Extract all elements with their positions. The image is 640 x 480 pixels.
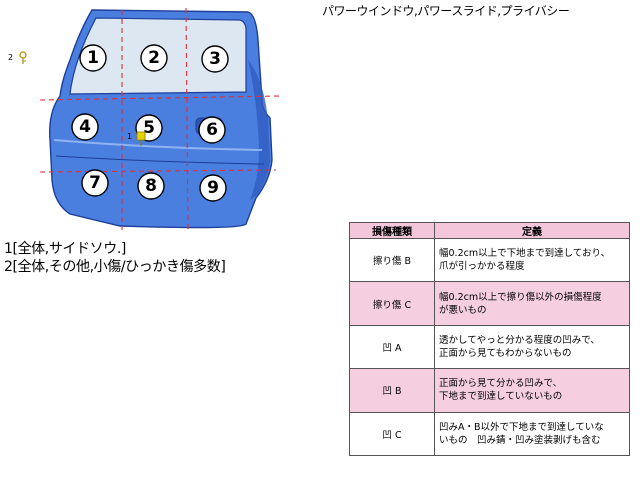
zone-number: 3	[209, 49, 221, 69]
marker-number: 2	[8, 53, 13, 62]
legend-definition: 凹みA・B以外で下地まで到達していな いもの 凹み錆・凹み塗装剥げも含む	[434, 411, 630, 457]
legend-kind: 擦り傷 B	[349, 237, 435, 283]
zone-4[interactable]: 4	[71, 113, 99, 141]
zone-8[interactable]: 8	[137, 172, 165, 200]
door-rear-edge	[248, 60, 270, 200]
definition-line: 幅0.2cm以上で下地まで到達しており、	[439, 248, 611, 260]
zone-7[interactable]: 7	[81, 169, 109, 197]
definition-line: いもの 凹み錆・凹み塗装剥げも含む	[439, 434, 601, 446]
zone-6[interactable]: 6	[198, 116, 226, 144]
legend-row: 擦り傷 C 幅0.2cm以上で擦り傷以外の損傷程度 が悪いもの	[349, 281, 630, 326]
damage-note: 1[全体,サイドソウ.]	[4, 241, 126, 257]
zone-number: 4	[79, 117, 91, 137]
definition-line: 幅0.2cm以上で擦り傷以外の損傷程度	[439, 291, 602, 303]
damage-legend-table: 損傷種類 定義 擦り傷 B 幅0.2cm以上で下地まで到達しており、 爪が引っか…	[349, 222, 630, 457]
legend-definition: 幅0.2cm以上で下地まで到達しており、 爪が引っかかる程度	[434, 237, 630, 283]
legend-kind: 凹 A	[349, 324, 435, 370]
zone-2[interactable]: 2	[140, 44, 168, 72]
definition-line: 凹みA・B以外で下地まで到達していな	[439, 421, 604, 433]
zone-number: 6	[206, 120, 218, 140]
marker-number: 1	[127, 132, 132, 141]
definition-line: 下地まで到達していないもの	[439, 391, 563, 403]
legend-header-kind: 損傷種類	[349, 222, 435, 239]
zone-1[interactable]: 1	[79, 44, 107, 72]
damage-notes: 1[全体,サイドソウ.] 2[全体,その他,小傷/ひっかき傷多数]	[4, 240, 226, 276]
zone-number: 8	[145, 176, 157, 196]
zone-number: 2	[148, 48, 160, 68]
definition-line: 正面から見て分かる凹みで、	[439, 378, 563, 390]
legend-header-definition: 定義	[434, 222, 630, 239]
crease-line-lower	[55, 155, 265, 165]
definition-line: 透かしてやっと分かる程度の凹みで、	[439, 334, 600, 346]
door-damage-diagram: 1 2 3 4 5 6 7 8 9 2 1	[8, 7, 281, 231]
legend-row: 凹 C 凹みA・B以外で下地まで到達していな いもの 凹み錆・凹み塗装剥げも含む	[349, 411, 630, 457]
feature-list-text: パワーウインドウ,パワースライド,プライバシー	[322, 4, 570, 18]
damage-note: 2[全体,その他,小傷/ひっかき傷多数]	[4, 259, 226, 275]
zone-number: 5	[143, 118, 155, 138]
zone-number: 9	[207, 178, 219, 198]
legend-row: 擦り傷 B 幅0.2cm以上で下地まで到達しており、 爪が引っかかる程度	[349, 237, 630, 283]
zone-9[interactable]: 9	[199, 174, 227, 202]
zone-cut-lines	[39, 7, 281, 231]
legend-header-row: 損傷種類 定義	[349, 222, 630, 239]
legend-row: 凹 B 正面から見て分かる凹みで、 下地まで到達していないもの	[349, 368, 630, 413]
legend-kind: 凹 C	[349, 411, 435, 457]
zone-number: 1	[87, 48, 99, 68]
definition-line: 爪が引っかかる程度	[439, 261, 525, 273]
damage-marker-1[interactable]: 1	[127, 131, 146, 146]
legend-definition: 正面から見て分かる凹みで、 下地まで到達していないもの	[434, 368, 630, 413]
pin-icon	[19, 51, 27, 64]
legend-definition: 透かしてやっと分かる程度の凹みで、 正面から見てもわからないもの	[434, 324, 630, 370]
legend-definition: 幅0.2cm以上で擦り傷以外の損傷程度 が悪いもの	[434, 281, 630, 326]
definition-line: が悪いもの	[439, 304, 487, 316]
definition-line: 正面から見てもわからないもの	[439, 347, 572, 359]
zone-3[interactable]: 3	[201, 45, 229, 73]
legend-row: 凹 A 透かしてやっと分かる程度の凹みで、 正面から見てもわからないもの	[349, 324, 630, 370]
crease-line-upper	[53, 139, 263, 151]
pin-icon	[136, 131, 146, 146]
damage-marker-2[interactable]: 2	[8, 51, 27, 64]
legend-kind: 擦り傷 C	[349, 281, 435, 326]
legend-kind: 凹 B	[349, 368, 435, 413]
zone-number: 7	[89, 173, 101, 193]
